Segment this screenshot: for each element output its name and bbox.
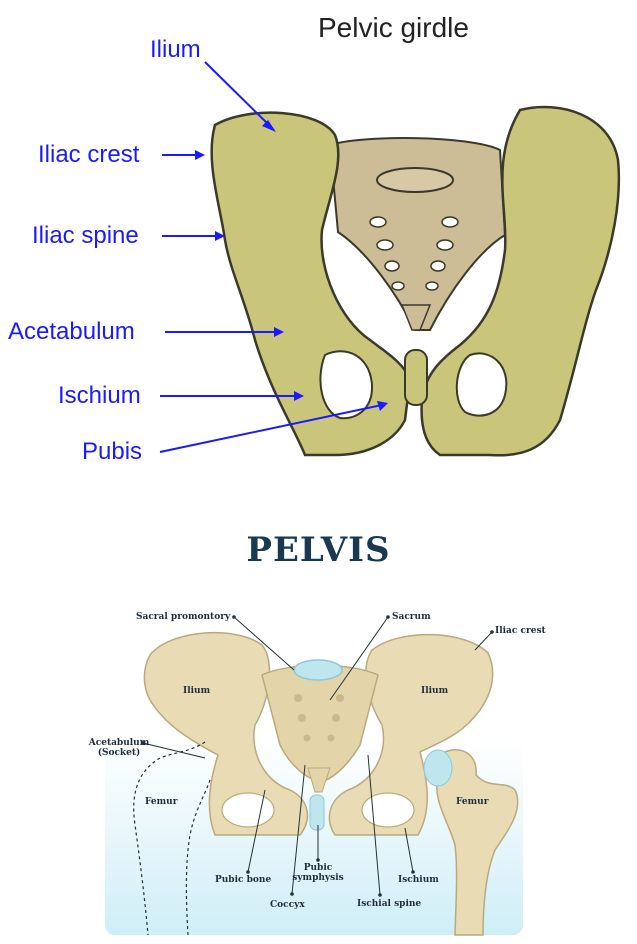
pelvic-girdle-illustration	[159, 61, 621, 457]
coccyx-shape	[400, 304, 432, 331]
sacrum-shape	[328, 137, 507, 331]
pointer-lines	[142, 616, 493, 896]
label-acetabulum-line1: Acetabulum	[88, 738, 150, 748]
sacral-promontory-disc	[293, 659, 343, 681]
label-pubic-bone: Pubic bone	[215, 875, 272, 885]
sacral-base	[376, 167, 454, 193]
pointer-lines	[159, 61, 383, 453]
pelvis-diagram: PELVIS	[0, 490, 637, 944]
label-sacral-promontory: Sacral promontory	[136, 612, 231, 622]
label-femur-left: Femur	[145, 797, 178, 807]
right-obturator-foramen	[455, 352, 508, 417]
label-pubic-symphysis: Pubic symphysis	[292, 863, 344, 884]
label-ilium-left: Ilium	[183, 686, 211, 696]
left-obturator-foramen	[319, 350, 374, 420]
sacral-foramina	[294, 694, 344, 742]
coccyx-shape	[307, 767, 331, 793]
pubic-symphysis-shape	[309, 794, 325, 831]
label-iliac-spine: Iliac spine	[32, 222, 139, 249]
label-pubis: Pubis	[82, 438, 143, 465]
pubic-symphysis-shape	[404, 349, 428, 406]
label-acetabulum-line2: (Socket)	[97, 748, 141, 759]
label-femur-right: Femur	[456, 797, 489, 807]
right-femur-shape	[436, 749, 519, 936]
label-acetabulum: Acetabulum	[8, 318, 135, 345]
label-iliac-crest: Iliac crest	[38, 141, 140, 168]
label-pubic-symphysis-line1: Pubic	[303, 863, 333, 873]
right-obturator-foramen	[361, 792, 415, 828]
label-ilium-right: Ilium	[421, 686, 449, 696]
left-femur-outline	[133, 741, 211, 936]
label-ischium: Ischium	[58, 382, 141, 409]
diagram-title: PELVIS	[246, 530, 391, 570]
label-ischium: Ischium	[398, 875, 439, 885]
pelvic-girdle-diagram: Pelvic girdle Ilium Iliac crest Iliac sp…	[8, 12, 621, 465]
label-sacrum: Sacrum	[392, 612, 431, 622]
diagram-title: Pelvic girdle	[318, 12, 469, 43]
label-ischial-spine: Ischial spine	[357, 899, 422, 909]
pointer-dots	[141, 615, 494, 897]
sacral-foramina	[369, 216, 459, 291]
label-pubic-symphysis-line2: symphysis	[292, 873, 344, 884]
pointer-arrowheads	[195, 120, 388, 411]
femoral-head-cartilage	[423, 749, 453, 787]
left-obturator-foramen	[221, 792, 275, 828]
label-iliac-crest: Iliac crest	[495, 626, 546, 636]
label-acetabulum: Acetabulum (Socket)	[88, 738, 150, 759]
label-coccyx: Coccyx	[270, 900, 305, 910]
pelvis-illustration	[105, 615, 523, 936]
label-ilium: Ilium	[150, 36, 201, 63]
